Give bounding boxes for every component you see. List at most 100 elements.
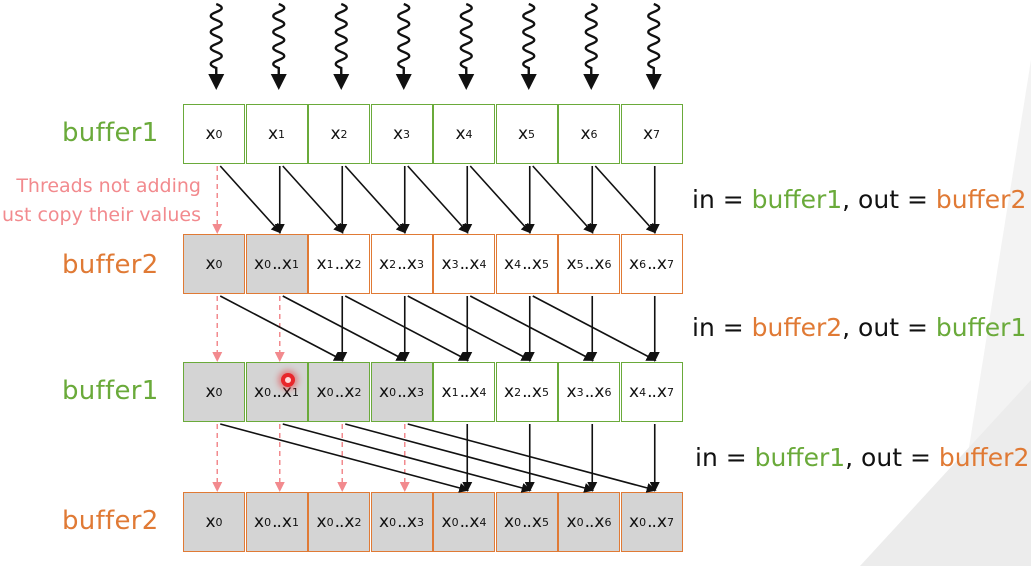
add-arrow-diagonal — [219, 295, 345, 361]
cell-index: 0 — [389, 515, 397, 529]
cell-index-end: 5 — [541, 385, 549, 399]
cell-var: x — [316, 512, 327, 532]
squiggle-thread-arrowhead — [583, 74, 600, 90]
cell-index: 4 — [514, 257, 522, 271]
cell-var-end: x — [406, 382, 417, 402]
cell-index-end: 5 — [541, 257, 549, 271]
cell-var: x — [629, 382, 640, 402]
cell-var-end: x — [469, 512, 480, 532]
cell-index-end: 6 — [604, 257, 612, 271]
add-arrow-diagonal — [344, 295, 470, 361]
cell-var-end: x — [344, 382, 355, 402]
cell-var: x — [566, 512, 577, 532]
cell-var: x — [316, 382, 327, 402]
squiggle-thread-arrowhead — [270, 74, 287, 90]
cell-var: x — [379, 512, 390, 532]
row-label-buffer1-third: buffer1 — [62, 376, 159, 406]
cell-index: 2 — [340, 127, 348, 141]
cell-index: 3 — [576, 385, 584, 399]
add-arrow-diagonal — [532, 165, 594, 234]
step-caption-1: in = buffer1, out = buffer2 — [692, 185, 1026, 214]
cell-var: x — [254, 512, 265, 532]
copy-note-line-2: ust copy their values — [2, 204, 201, 226]
cell-index: 0 — [639, 515, 647, 529]
cell-index: 1 — [278, 127, 286, 141]
cell-index: 3 — [451, 257, 459, 271]
cell-index-end: 1 — [291, 515, 299, 529]
cell-var: x — [316, 254, 327, 274]
cell-var-end: x — [344, 254, 355, 274]
cell-index-end: 3 — [416, 515, 424, 529]
cell-var: x — [504, 382, 515, 402]
cell-var-end: x — [281, 254, 292, 274]
cell-index: 0 — [264, 515, 272, 529]
cell-var-end: x — [281, 512, 292, 532]
caption-in-value: buffer1 — [751, 185, 843, 214]
cell-var: x — [580, 124, 591, 144]
add-arrow-diagonal — [407, 295, 532, 361]
add-arrow-diagonal — [282, 423, 532, 493]
range-dots: .. — [647, 382, 657, 402]
cell-var: x — [205, 512, 216, 532]
cell-var: x — [642, 124, 654, 144]
cell-index: 0 — [451, 515, 459, 529]
cell-var-end: x — [594, 382, 605, 402]
cell-var: x — [441, 512, 452, 532]
cell-var-end: x — [656, 512, 667, 532]
cell-index-end: 3 — [416, 257, 424, 271]
cell-index: 4 — [639, 385, 647, 399]
cell-index-end: 4 — [479, 515, 487, 529]
range-dots: .. — [334, 382, 345, 402]
cell-index: 0 — [389, 385, 397, 399]
squiggle-thread-arrow-icon — [397, 2, 411, 76]
cell-var: x — [205, 124, 216, 144]
cell-index-end: 2 — [354, 385, 362, 399]
cell-index: 5 — [576, 257, 584, 271]
cell-index: 0 — [264, 385, 272, 399]
cell-var: x — [566, 382, 577, 402]
cell-var-end: x — [656, 254, 667, 274]
squiggle-thread-arrowhead — [208, 74, 225, 90]
cell-var-end: x — [594, 254, 605, 274]
cell-var: x — [441, 382, 452, 402]
squiggle-thread-arrow-icon — [522, 2, 536, 76]
add-arrow-diagonal — [469, 165, 532, 234]
cell-index: 4 — [465, 127, 473, 141]
squiggle-thread-arrowhead — [333, 74, 350, 90]
range-dots: .. — [459, 254, 470, 274]
laser-pointer-icon — [281, 373, 295, 387]
squiggle-thread-arrowhead — [645, 74, 662, 90]
cell-var: x — [629, 254, 640, 274]
cell-index-end: 1 — [291, 385, 299, 399]
caption-out-value: buffer2 — [938, 443, 1030, 472]
caption-in-label: in = — [692, 185, 752, 214]
caption-out-label: , out = — [842, 185, 936, 214]
caption-in-label: in = — [695, 443, 755, 472]
range-dots: .. — [459, 512, 470, 532]
range-dots: .. — [584, 254, 595, 274]
range-dots: .. — [584, 512, 595, 532]
range-dots: .. — [647, 254, 657, 274]
cell-var: x — [379, 254, 390, 274]
add-arrow-diagonal — [532, 295, 657, 361]
caption-in-value: buffer1 — [754, 443, 846, 472]
range-dots: .. — [584, 382, 595, 402]
copy-note-line-1: Threads not adding — [16, 175, 201, 197]
cell-index-end: 6 — [604, 515, 612, 529]
cell-var-end: x — [531, 512, 542, 532]
